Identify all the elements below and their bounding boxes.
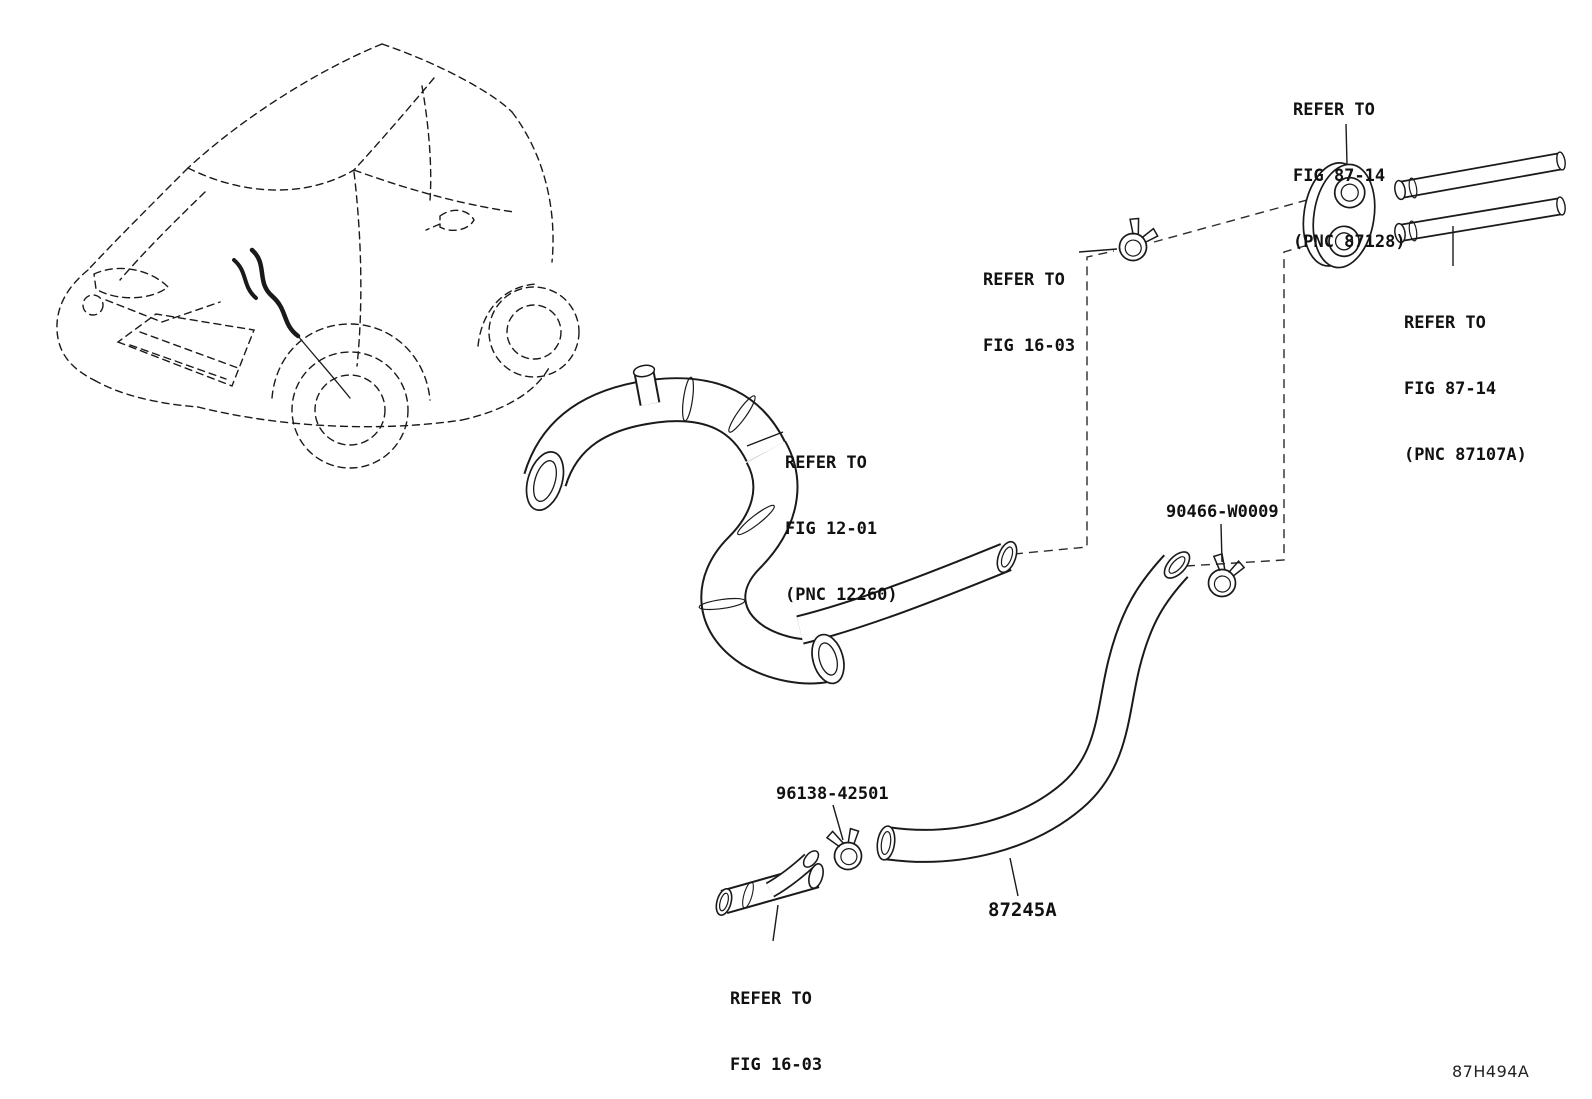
front-wheel-sketch [291, 351, 409, 469]
label-line: FIG 12-01 [785, 519, 878, 539]
mirror-sketch [439, 209, 475, 232]
label-line: FIG 87-14 [1293, 166, 1386, 186]
refer-label-fig87-14-pnc87107a: REFER TO FIG 87-14 (PNC 87107A) [1404, 268, 1527, 510]
stub-cap [632, 364, 656, 378]
leader-line [1220, 523, 1223, 563]
leader-line [1345, 123, 1348, 165]
leader-lines [746, 123, 1454, 942]
leader-line [1009, 857, 1019, 897]
refer-label-fig87-14-pnc87128: REFER TO FIG 87-14 (PNC 87128) [1293, 55, 1406, 297]
leader-line [1078, 248, 1118, 253]
hose-clamp-fig16-03 [1118, 217, 1159, 262]
pipe-open-end [802, 850, 820, 868]
heater-core-pipes-87107a [1394, 151, 1566, 244]
water-inlet-pipe-assembly [523, 364, 1018, 685]
headlight-sketch [93, 267, 170, 299]
label-line: FIG 16-03 [983, 336, 1076, 356]
hose-clamp-96138 [825, 827, 863, 871]
label-line: (PNC 87107A) [1404, 445, 1527, 465]
label-line: REFER TO [1404, 313, 1486, 333]
part-number-90466-w0009[interactable]: 90466-W0009 [1166, 502, 1279, 522]
pipe-open-end [525, 451, 565, 511]
label-line: REFER TO [785, 453, 867, 473]
refer-label-fig12-01-pnc12260: REFER TO FIG 12-01 (PNC 12260) [785, 408, 898, 650]
rear-wheel-sketch [488, 286, 580, 378]
hose-location-mark [232, 247, 351, 399]
label-line: (PNC 12260) [785, 585, 898, 605]
label-line: REFER TO [1293, 100, 1375, 120]
construction-line [1013, 250, 1115, 555]
pipe-rib-rings [681, 376, 775, 611]
part-number-96138-42501[interactable]: 96138-42501 [776, 784, 889, 804]
label-line: REFER TO [983, 270, 1065, 290]
label-line: (PNC 87128) [1293, 232, 1406, 252]
refer-label-fig16-03-top: REFER TO FIG 16-03 [983, 225, 1075, 401]
label-line: FIG 87-14 [1404, 379, 1497, 399]
label-line: FIG 16-03 [730, 1055, 823, 1075]
construction-line [1185, 237, 1333, 567]
grommet-87128 [1302, 162, 1376, 269]
leader-line [832, 804, 844, 841]
refer-label-fig16-03-pnc16291: REFER TO FIG 16-03 (PNC 16291) [730, 944, 843, 1099]
leader-line [772, 904, 779, 942]
part-number-87245a[interactable]: 87245A [988, 899, 1057, 921]
hose-clamp-90466 [1207, 552, 1246, 598]
figure-code: 87H494A [1452, 1062, 1530, 1081]
hose-open-end [1163, 551, 1191, 579]
label-line: REFER TO [730, 989, 812, 1009]
water-pipe-16291 [715, 850, 824, 916]
emblem-sketch [82, 294, 104, 316]
heater-hose-87245a [876, 551, 1191, 863]
pipe-open-end [808, 863, 824, 889]
vehicle-sketch [56, 43, 580, 469]
construction-lines [1013, 196, 1333, 567]
grille-sketch [116, 313, 255, 387]
construction-line [1153, 196, 1319, 243]
leader-line [746, 431, 784, 447]
